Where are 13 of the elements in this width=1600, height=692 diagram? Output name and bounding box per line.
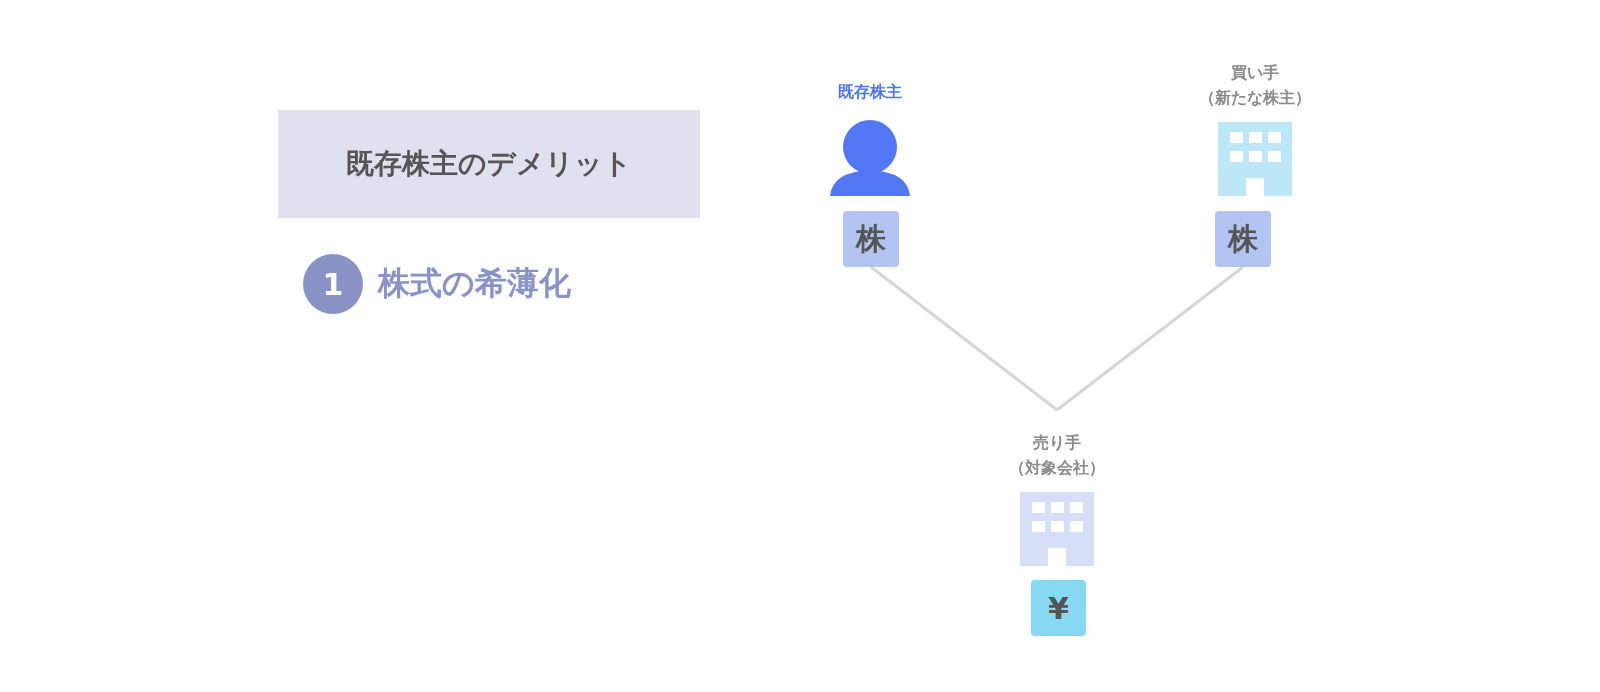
connector-line bbox=[1056, 265, 1244, 412]
company-label: （新たな株主） bbox=[1199, 87, 1311, 109]
connector-line bbox=[870, 265, 1058, 412]
company-label: 売り手 bbox=[1033, 432, 1081, 454]
point-heading: 株式の希薄化 bbox=[378, 263, 571, 304]
share-tile: ¥ bbox=[1031, 580, 1086, 636]
company-label: 買い手 bbox=[1231, 62, 1279, 84]
shareholder-label: 既存株主 bbox=[838, 81, 902, 103]
company-label: （対象会社） bbox=[1009, 457, 1105, 479]
share-tile: 株 bbox=[1215, 211, 1271, 267]
number-badge: 1 bbox=[303, 254, 363, 314]
title-banner: 既存株主のデメリット bbox=[278, 110, 700, 218]
share-tile: 株 bbox=[843, 211, 899, 267]
